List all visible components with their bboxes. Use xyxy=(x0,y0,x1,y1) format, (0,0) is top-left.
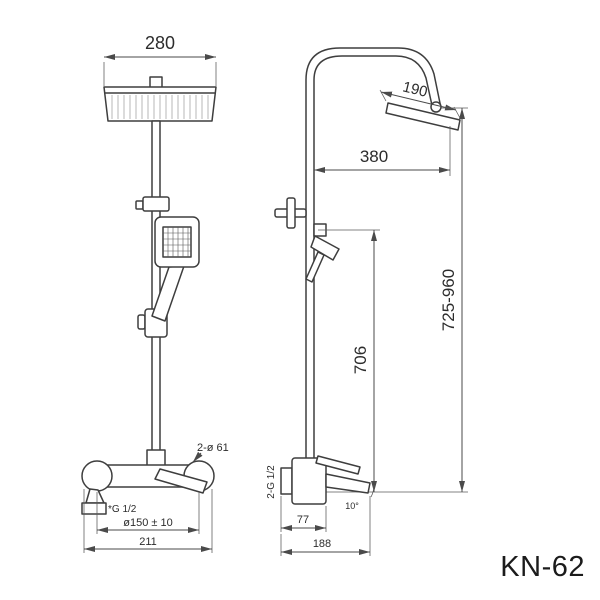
diverter-cross-handle xyxy=(274,197,307,229)
mount-holes-label: 2-ø 61 xyxy=(197,442,229,454)
overhead-shower-side xyxy=(385,102,461,131)
lever-handle-front xyxy=(154,468,208,494)
dim-150-label: ø150 ± 10 xyxy=(123,517,172,529)
dim-inlet-centers: ø150 ± 10 xyxy=(96,492,200,534)
dim-725-960-label: 725-960 xyxy=(439,269,458,331)
hand-shower-head xyxy=(154,216,200,268)
model-label: KN-62 xyxy=(500,551,585,583)
dim-head-width: 280 xyxy=(103,33,217,86)
dim-211-label: 211 xyxy=(139,536,157,548)
dim-280-label: 280 xyxy=(145,33,175,53)
spout-thread-label: *G 1/2 xyxy=(108,504,137,515)
spout-angle-callout: 10° xyxy=(345,484,375,511)
hand-shower-side xyxy=(305,223,340,283)
dim-body-depth: 77 xyxy=(280,496,327,532)
dim-column-height: 706 xyxy=(351,230,377,492)
dim-190-label: 190 xyxy=(401,78,429,100)
column-tee xyxy=(146,449,166,467)
mixer-front xyxy=(81,449,215,515)
aerator xyxy=(81,502,107,515)
dim-total-height: 725-960 xyxy=(439,107,468,492)
hand-shower-head-side xyxy=(310,235,340,261)
riser-pipe-outer xyxy=(305,47,442,463)
side-view: 190 380 706 725- xyxy=(266,47,468,556)
dim-arm-reach: 380 xyxy=(314,126,451,176)
shower-column-front xyxy=(151,120,161,460)
lever-handle-side xyxy=(315,455,361,475)
hand-shower-holder xyxy=(135,196,170,212)
inlet-thread-label: 2-G 1/2 xyxy=(266,465,277,499)
dim-77-label: 77 xyxy=(297,514,309,526)
dim-706-label: 706 xyxy=(351,346,370,374)
spout-angle-label: 10° xyxy=(345,501,359,511)
riser-pipe-inner xyxy=(313,55,434,463)
spout-side xyxy=(325,473,371,494)
dim-body-width: 211 xyxy=(83,489,213,553)
dim-380-label: 380 xyxy=(360,147,388,166)
wall-union xyxy=(280,467,293,495)
front-view: 280 xyxy=(81,33,229,553)
hand-shower-front xyxy=(151,216,200,322)
dim-head-size: 190 xyxy=(379,78,461,119)
mount-holes-callout: 2-ø 61 xyxy=(192,442,229,463)
dim-overall-depth: 188 xyxy=(280,496,371,556)
mixer-side xyxy=(280,455,371,505)
spray-face-grid xyxy=(163,227,191,257)
spray-face-frame xyxy=(162,226,192,258)
overhead-shower-front xyxy=(103,76,217,122)
head-face-hatching xyxy=(111,95,209,119)
head-swivel-joint xyxy=(430,101,442,113)
left-escutcheon xyxy=(81,460,113,492)
dim-188-label: 188 xyxy=(313,538,331,550)
hand-shower-handle-side xyxy=(305,251,325,283)
